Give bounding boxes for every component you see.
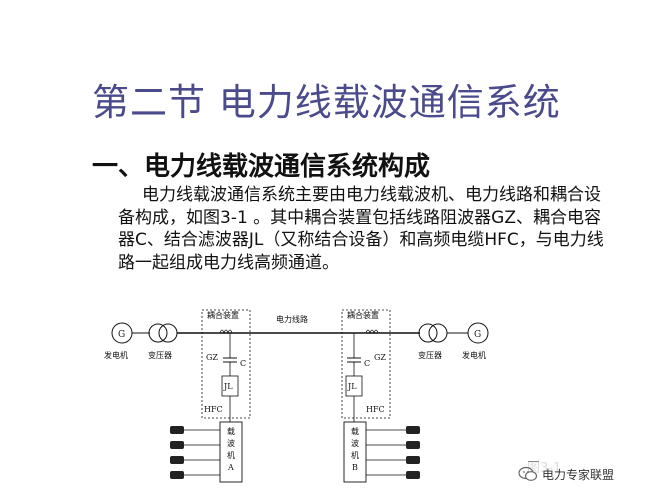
capacitor-right-label: C bbox=[364, 359, 370, 368]
carrier-a-char: 机 bbox=[227, 450, 235, 460]
paragraph-line: 路一起组成电力线高频通道。 bbox=[118, 252, 339, 273]
carrier-a-char: 波 bbox=[227, 438, 235, 448]
watermark: 电力专家联盟 bbox=[518, 462, 658, 486]
section-heading: 一、电力线载波通信系统构成 bbox=[92, 152, 431, 182]
carrier-a-char: 载 bbox=[227, 426, 235, 436]
generator-left-symbol: G bbox=[118, 330, 125, 340]
coupling-box-right bbox=[341, 309, 391, 419]
capacitor-left-label: C bbox=[240, 359, 246, 368]
paragraph-line: 电力线载波通信系统主要由电力线载波机、电力线路和耦合设 bbox=[142, 185, 601, 205]
coupling-right-label: 耦合装置 bbox=[347, 310, 379, 320]
wave-trap-left-label: GZ bbox=[206, 353, 218, 362]
telephone-icon bbox=[170, 426, 184, 479]
carrier-system-diagram: G 发电机 变压器 电力线路 耦合装置 GZ C JL HFC 载 波 机 A bbox=[104, 309, 489, 483]
carrier-machine-a bbox=[219, 421, 243, 483]
coupling-left-label: 耦合装置 bbox=[207, 310, 239, 320]
paragraph-line: 备构成，如图3-1 。其中耦合装置包括线路阻波器GZ、耦合电容 bbox=[118, 207, 601, 228]
wave-trap-right-icon bbox=[365, 329, 379, 335]
transformer-left-label: 变压器 bbox=[148, 350, 172, 360]
generator-left-label: 发电机 bbox=[104, 350, 128, 360]
carrier-machine-b bbox=[343, 421, 367, 483]
slide-title: 第二节 电力线载波通信系统 bbox=[92, 81, 561, 124]
watermark-text: 电力专家联盟 bbox=[542, 467, 615, 482]
filter-left-label: JL bbox=[223, 382, 233, 391]
wave-trap-right-label: GZ bbox=[374, 353, 386, 362]
wechat-icon bbox=[518, 466, 538, 481]
generator-right-symbol: G bbox=[474, 330, 481, 340]
carrier-b-char: B bbox=[352, 463, 358, 472]
generator-right-label: 发电机 bbox=[462, 350, 486, 360]
cable-left-label: HFC bbox=[204, 405, 223, 414]
wave-trap-left-icon bbox=[219, 329, 233, 335]
power-line-label: 电力线路 bbox=[276, 314, 308, 324]
filter-right-label: JL bbox=[347, 382, 357, 391]
coupling-box-left bbox=[201, 309, 251, 419]
telephone-icon bbox=[406, 426, 420, 479]
carrier-a-char: A bbox=[227, 463, 234, 472]
transformer-right-label: 变压器 bbox=[418, 350, 442, 360]
paragraph-line: 器C、结合滤波器JL（又称结合设备）和高频电缆HFC，与电力线 bbox=[118, 230, 604, 250]
carrier-b-char: 载 bbox=[351, 426, 359, 436]
transformer-right-icon bbox=[418, 323, 438, 343]
generator-right-icon bbox=[467, 322, 489, 344]
carrier-b-char: 波 bbox=[351, 438, 359, 448]
cable-right-label: HFC bbox=[366, 405, 385, 414]
carrier-b-char: 机 bbox=[351, 450, 359, 460]
body-paragraph: 电力线载波通信系统主要由电力线载波机、电力线路和耦合设 备构成，如图3-1 。其… bbox=[118, 184, 638, 274]
transformer-left-icon bbox=[148, 323, 168, 343]
